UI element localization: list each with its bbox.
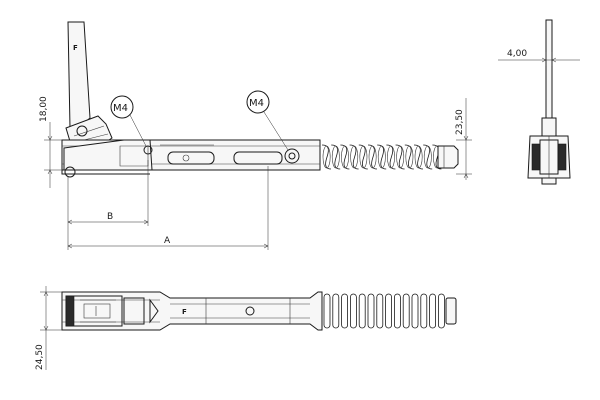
spring-coil bbox=[358, 144, 368, 170]
dimension-a: A bbox=[67, 166, 269, 250]
spring-coil bbox=[331, 144, 341, 170]
callout-m4-right: M4 bbox=[246, 90, 289, 151]
svg-text:18,00: 18,00 bbox=[39, 96, 49, 122]
spring-loop bbox=[437, 293, 445, 329]
spring-coil bbox=[367, 144, 378, 170]
dimension-24-50: 24,50 bbox=[35, 286, 62, 370]
spring-loop bbox=[341, 293, 349, 329]
spring-coil bbox=[340, 144, 350, 170]
spring-loop bbox=[376, 293, 384, 329]
spring-coil bbox=[395, 144, 405, 170]
lever-arm bbox=[67, 21, 91, 129]
spring-loop bbox=[367, 293, 375, 329]
dimension-b: B bbox=[67, 160, 149, 250]
svg-text:A: A bbox=[164, 236, 171, 246]
front-view: F bbox=[61, 21, 459, 178]
spring-plan bbox=[323, 293, 445, 329]
svg-text:M4: M4 bbox=[113, 103, 128, 114]
spring-coil bbox=[377, 144, 387, 170]
spring-coil bbox=[321, 144, 332, 170]
slot-right bbox=[233, 151, 283, 165]
spring-coil bbox=[404, 144, 414, 170]
plan-arrow bbox=[149, 298, 159, 324]
spring-loop bbox=[323, 293, 331, 329]
housing-block bbox=[63, 139, 153, 171]
svg-text:M4: M4 bbox=[249, 98, 264, 109]
spring-coil bbox=[349, 144, 359, 170]
svg-text:4,00: 4,00 bbox=[507, 49, 527, 59]
thread-hole-right bbox=[284, 148, 300, 164]
spring-loop bbox=[349, 293, 357, 329]
lever-mark: F bbox=[73, 44, 78, 52]
spring-loop bbox=[402, 293, 410, 329]
svg-text:B: B bbox=[107, 212, 113, 222]
spring-loop bbox=[385, 293, 393, 329]
spring-coil bbox=[413, 144, 424, 170]
svg-text:23,50: 23,50 bbox=[455, 109, 465, 135]
plan-hole bbox=[245, 306, 255, 316]
spring-loop bbox=[429, 293, 437, 329]
svg-text:24,50: 24,50 bbox=[35, 344, 45, 370]
spring-coil bbox=[423, 144, 433, 170]
pivot-pin bbox=[76, 125, 88, 137]
dimension-4: 4,00 bbox=[498, 49, 580, 66]
spring-loop bbox=[332, 293, 340, 329]
side-lever bbox=[545, 19, 553, 121]
plan-body bbox=[61, 291, 323, 331]
spring-coil bbox=[386, 144, 396, 170]
spring-loop bbox=[393, 293, 401, 329]
side-view bbox=[527, 19, 571, 185]
spring-loop bbox=[358, 293, 366, 329]
slot-left bbox=[167, 151, 215, 165]
dimension-23-50: 23,50 bbox=[455, 98, 472, 180]
foot-roller bbox=[64, 166, 76, 178]
callout-m4-left: M4 bbox=[110, 95, 147, 147]
spring-front bbox=[321, 144, 442, 170]
dimension-18: 18,00 bbox=[39, 96, 62, 188]
thread-hole-left bbox=[143, 145, 153, 155]
plan-view: F bbox=[61, 291, 457, 331]
spring-loop bbox=[411, 293, 419, 329]
spring-loop bbox=[420, 293, 428, 329]
plan-mark: F bbox=[182, 308, 187, 316]
